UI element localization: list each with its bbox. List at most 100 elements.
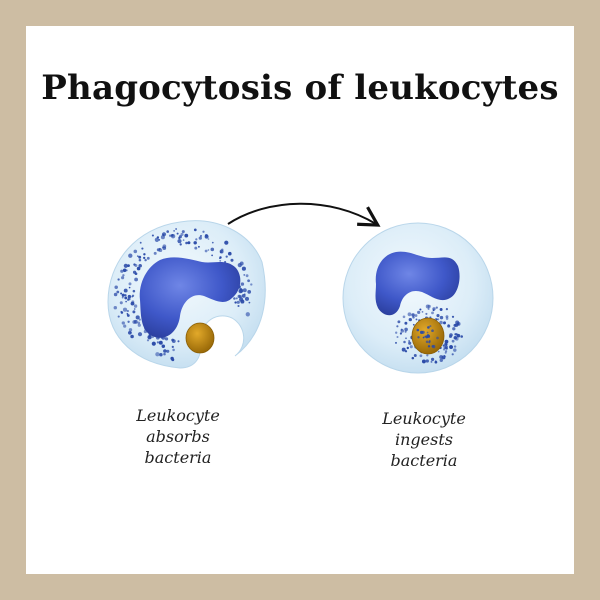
- granule-dot: [227, 251, 232, 256]
- granule-dot: [184, 233, 189, 238]
- granule-dot: [139, 241, 142, 244]
- granule-dot: [445, 308, 448, 311]
- granule-dot: [179, 243, 182, 246]
- caption-ingests: Leukocyte ingests bacteria: [324, 408, 524, 471]
- granule-dot: [397, 320, 401, 324]
- granule-dot: [442, 344, 445, 347]
- granule-dot: [412, 323, 415, 326]
- granule-dot: [422, 336, 425, 339]
- granule-dot: [126, 309, 129, 313]
- granule-dot: [448, 334, 453, 339]
- granule-dot: [158, 340, 163, 345]
- granule-dot: [117, 278, 120, 281]
- granule-dot: [452, 327, 456, 331]
- granule-dot: [130, 334, 134, 339]
- granule-dot: [178, 236, 181, 240]
- granule-dot: [195, 238, 198, 241]
- granule-dot: [451, 353, 454, 356]
- granule-dot: [187, 241, 191, 245]
- granule-dot: [149, 335, 152, 338]
- granule-dot: [416, 328, 420, 332]
- granule-dot: [154, 237, 160, 242]
- bacterium-outside: [185, 322, 215, 354]
- granule-dot: [180, 232, 184, 236]
- granule-dot: [156, 236, 160, 239]
- granule-dot: [128, 282, 132, 286]
- granule-dot: [132, 310, 136, 314]
- granule-dot: [128, 286, 131, 289]
- granule-dot: [437, 350, 440, 353]
- granule-dot: [155, 352, 160, 357]
- granule-dot: [163, 349, 167, 353]
- granule-dot: [411, 313, 415, 317]
- granule-dot: [175, 228, 177, 230]
- granule-dot: [202, 230, 205, 233]
- granule-dot: [404, 327, 408, 332]
- granule-dot: [138, 255, 142, 259]
- granule-dot: [177, 239, 182, 244]
- granule-dot: [396, 335, 399, 339]
- granule-dot: [171, 345, 174, 349]
- granule-dot: [244, 296, 250, 301]
- granule-dot: [171, 339, 176, 343]
- granule-dot: [239, 261, 244, 266]
- granule-dot: [120, 292, 123, 295]
- granule-dot: [436, 336, 439, 340]
- granule-dot: [444, 342, 448, 346]
- granule-dot: [151, 341, 156, 346]
- granule-dot: [225, 255, 228, 258]
- granule-dot: [207, 238, 210, 240]
- granule-dot: [119, 301, 123, 305]
- granule-dot: [219, 260, 222, 262]
- granule-dot: [439, 355, 444, 359]
- granule-dot: [117, 315, 120, 318]
- granule-dot: [409, 345, 413, 349]
- granule-dot: [454, 333, 457, 336]
- granule-dot: [443, 321, 446, 325]
- granule-dot: [123, 324, 127, 328]
- granule-dot: [248, 301, 251, 304]
- granule-dot: [432, 309, 435, 312]
- granule-dot: [210, 247, 215, 252]
- granule-dot: [417, 336, 420, 339]
- granule-dot: [204, 233, 208, 237]
- granule-dot: [166, 349, 170, 353]
- granule-dot: [430, 360, 433, 363]
- granule-dot: [447, 324, 451, 328]
- granule-dot: [159, 352, 163, 357]
- granule-dot: [121, 296, 124, 299]
- granule-dot: [132, 320, 137, 324]
- granule-dot: [439, 308, 443, 311]
- granule-dot: [121, 293, 125, 297]
- granule-dot: [193, 241, 197, 245]
- granule-dot: [402, 315, 406, 319]
- granule-dot: [431, 311, 434, 315]
- granule-dot: [181, 230, 185, 234]
- granule-dot: [133, 249, 138, 254]
- granule-dot: [455, 337, 459, 341]
- granule-dot: [158, 239, 161, 241]
- granule-dot: [134, 277, 139, 282]
- granule-dot: [460, 335, 463, 338]
- granule-dot: [451, 315, 455, 318]
- granule-dot: [198, 236, 202, 240]
- granule-dot: [453, 323, 457, 327]
- granule-dot: [127, 294, 132, 299]
- granule-dot: [428, 340, 431, 343]
- process-arrow: [227, 202, 381, 227]
- granule-dot: [421, 311, 424, 313]
- granule-dot: [453, 348, 457, 352]
- granule-dot: [405, 337, 407, 340]
- granule-dot: [135, 315, 140, 320]
- granule-dot: [419, 354, 423, 358]
- granule-dot: [247, 279, 250, 283]
- granule-dot: [408, 341, 412, 345]
- granule-dot: [127, 264, 130, 267]
- granule-dot: [163, 352, 166, 356]
- granule-dot: [143, 253, 146, 256]
- granule-dot: [408, 317, 412, 322]
- left-granules: [113, 228, 253, 362]
- caption-absorbs-line-1: Leukocyte: [136, 406, 220, 425]
- granule-dot: [126, 314, 130, 317]
- granule-dot: [144, 258, 147, 262]
